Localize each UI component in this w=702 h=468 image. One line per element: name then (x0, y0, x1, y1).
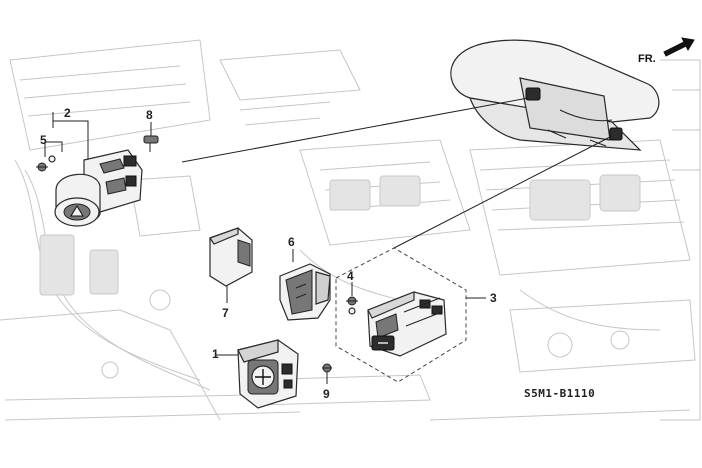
part-6-bracket (279, 249, 331, 321)
callout-2: 2 (64, 106, 71, 120)
leader-line-part-2 (181, 97, 529, 163)
panel-opening-lower (609, 127, 623, 141)
callout-8: 8 (146, 108, 153, 122)
part-2-switch-assembly (52, 112, 143, 227)
callout-3: 3 (490, 291, 497, 305)
switch-dial-icon (255, 369, 271, 385)
callout-9: 9 (323, 387, 330, 401)
callout-1: 1 (212, 347, 219, 361)
front-arrow-icon (663, 37, 695, 57)
callout-5: 5 (40, 133, 47, 147)
leader-line-part-3 (393, 135, 613, 249)
callout-7: 7 (222, 306, 229, 320)
bolt-icon (143, 135, 159, 144)
callout-labels: 1 2 3 4 5 6 7 8 9 (40, 106, 497, 401)
washer-icon (48, 155, 56, 163)
front-direction-marker: FR. (638, 37, 695, 65)
front-direction-label: FR. (638, 53, 656, 65)
dashboard-outline (450, 39, 660, 151)
washer-icon (348, 307, 356, 315)
part-9-screw (322, 363, 332, 384)
part-8-bolt (143, 122, 159, 152)
part-5-screws (36, 141, 63, 172)
callout-6: 6 (288, 235, 295, 249)
part-1-switch (216, 339, 299, 409)
part-3-switch-panel-group (335, 247, 486, 383)
warning-triangle-icon (70, 205, 84, 217)
part-7-blank-cover (209, 227, 253, 303)
part-group-outline (335, 247, 467, 383)
panel-opening-upper (525, 87, 541, 101)
callout-4: 4 (347, 269, 354, 283)
diagram-reference-code: S5M1-B1110 (524, 387, 595, 400)
connector-pin-icon (123, 155, 137, 167)
background-ghost-drawing (0, 39, 701, 421)
